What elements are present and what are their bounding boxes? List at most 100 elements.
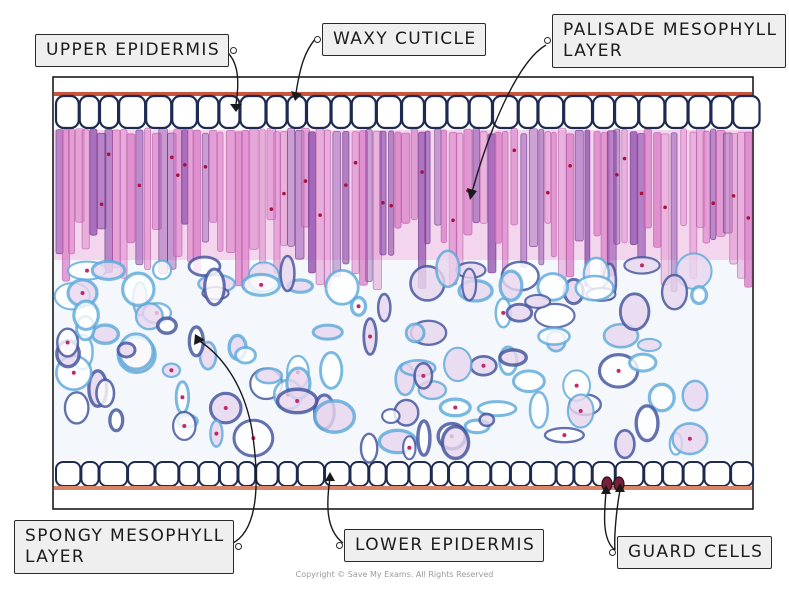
palisade-cell bbox=[538, 128, 545, 266]
upper-epidermis-cell bbox=[517, 94, 539, 130]
lower-epidermis-cell bbox=[296, 461, 326, 487]
palisade-cell bbox=[702, 130, 711, 244]
palisade-cell bbox=[315, 128, 325, 286]
nucleus bbox=[183, 163, 187, 167]
spongy-cell bbox=[121, 271, 156, 307]
palisade-cell bbox=[410, 127, 418, 221]
nucleus bbox=[223, 406, 228, 411]
spongy-cell bbox=[435, 249, 461, 289]
spongy-cell bbox=[498, 348, 528, 367]
arrowhead-upper bbox=[230, 104, 242, 112]
nucleus bbox=[269, 207, 274, 211]
spongy-cell bbox=[311, 323, 344, 341]
palisade-cell bbox=[209, 129, 218, 223]
lower-epidermis-cell bbox=[218, 461, 239, 487]
label-text: UPPER EPIDERMIS bbox=[46, 40, 221, 60]
spongy-cell bbox=[312, 399, 357, 434]
spongy-cell bbox=[528, 390, 550, 429]
upper-epidermis-cell bbox=[400, 94, 426, 130]
upper-epidermis-cell bbox=[286, 94, 308, 130]
lower-epidermis-cell bbox=[467, 461, 492, 487]
palisade-cell bbox=[643, 128, 652, 229]
spongy-cell bbox=[72, 299, 100, 331]
lower-epidermis-cell bbox=[703, 461, 732, 487]
palisade-cell bbox=[173, 128, 183, 257]
palisade-cell bbox=[510, 128, 519, 226]
palisade-cell bbox=[520, 133, 528, 268]
nucleus bbox=[512, 148, 517, 153]
arrowhead-guard-2 bbox=[615, 483, 625, 492]
nucleus bbox=[344, 183, 348, 187]
lower-epidermis-cell bbox=[80, 461, 100, 487]
spongy-cell bbox=[116, 341, 137, 359]
nucleus bbox=[731, 194, 736, 198]
palisade-cell bbox=[351, 131, 360, 275]
upper-epidermis-cell bbox=[145, 94, 173, 130]
palisade-cell bbox=[365, 129, 373, 283]
spongy-cell bbox=[319, 351, 344, 390]
spongy-cell bbox=[690, 285, 709, 306]
lower-epidermis-cell bbox=[430, 461, 450, 487]
spongy-cell bbox=[681, 379, 709, 412]
palisade-cell bbox=[201, 132, 210, 243]
nucleus bbox=[562, 433, 567, 438]
nucleus bbox=[663, 205, 667, 210]
spongy-cell bbox=[443, 346, 473, 383]
spongy-cell bbox=[254, 367, 284, 385]
upper-epidermis-cell bbox=[350, 94, 377, 130]
upper-epidermis-cell bbox=[98, 94, 120, 130]
palisade-cell bbox=[494, 131, 502, 244]
label-text: WAXY CUTICLE bbox=[333, 29, 477, 49]
upper-epidermis-cell bbox=[265, 94, 288, 130]
upper-epidermis-cell bbox=[117, 94, 147, 130]
nucleus bbox=[214, 431, 219, 436]
palisade-cell bbox=[273, 131, 281, 274]
palisade-cell bbox=[424, 130, 431, 245]
upper-epidermis-cell bbox=[732, 94, 761, 130]
label-text-line-2: LAYER bbox=[563, 41, 624, 61]
palisade-cell bbox=[574, 129, 584, 242]
nucleus bbox=[687, 436, 692, 441]
upper-epidermis-cell bbox=[638, 94, 666, 130]
spongy-cell bbox=[416, 419, 432, 457]
nucleus bbox=[295, 398, 300, 403]
palisade-cell bbox=[528, 128, 539, 247]
spongy-cell bbox=[461, 267, 478, 302]
palisade-cell bbox=[332, 131, 342, 278]
palisade-cell bbox=[126, 133, 136, 244]
nucleus bbox=[106, 152, 111, 157]
tag-hole bbox=[314, 35, 321, 43]
palisade-cell bbox=[501, 131, 509, 278]
lower-epidermis-cell bbox=[154, 461, 180, 487]
lower-epidermis-cell bbox=[682, 461, 705, 487]
palisade-cell bbox=[440, 129, 447, 244]
palisade-cell bbox=[187, 128, 194, 263]
spongy-cell bbox=[647, 382, 676, 413]
spongy-cell bbox=[524, 293, 552, 309]
arrowhead-spongy bbox=[194, 334, 205, 345]
label-lower-epidermis: LOWER EPIDERMIS bbox=[336, 529, 545, 562]
palisade-cell bbox=[342, 130, 350, 265]
nucleus bbox=[176, 173, 180, 177]
copyright-notice: Copyright © Save My Exams. All Rights Re… bbox=[295, 570, 494, 579]
lower-epidermis-cell bbox=[98, 461, 129, 487]
lower-epidermis-cell bbox=[408, 461, 432, 487]
palisade-cell bbox=[181, 129, 189, 225]
tag-hole bbox=[609, 548, 616, 556]
spongy-cell bbox=[628, 352, 658, 373]
palisade-cell bbox=[135, 129, 144, 266]
palisade-cell bbox=[613, 128, 621, 245]
label-text-line-1: SPONGY MESOPHYLL bbox=[25, 526, 225, 546]
spongy-cell bbox=[476, 400, 518, 418]
palisade-cell bbox=[81, 129, 90, 250]
lower-epidermis-cell bbox=[127, 461, 156, 487]
lower-epidermis-cell bbox=[198, 461, 220, 487]
lower-epidermis-cell bbox=[530, 461, 557, 487]
upper-epidermis-cell bbox=[196, 94, 220, 130]
arrowheads bbox=[194, 91, 625, 494]
nucleus bbox=[203, 164, 208, 169]
arrowhead-guard-1 bbox=[601, 485, 611, 494]
palisade-cell bbox=[593, 130, 601, 237]
upper-cuticle bbox=[54, 92, 752, 96]
palisade-cell bbox=[558, 127, 567, 281]
